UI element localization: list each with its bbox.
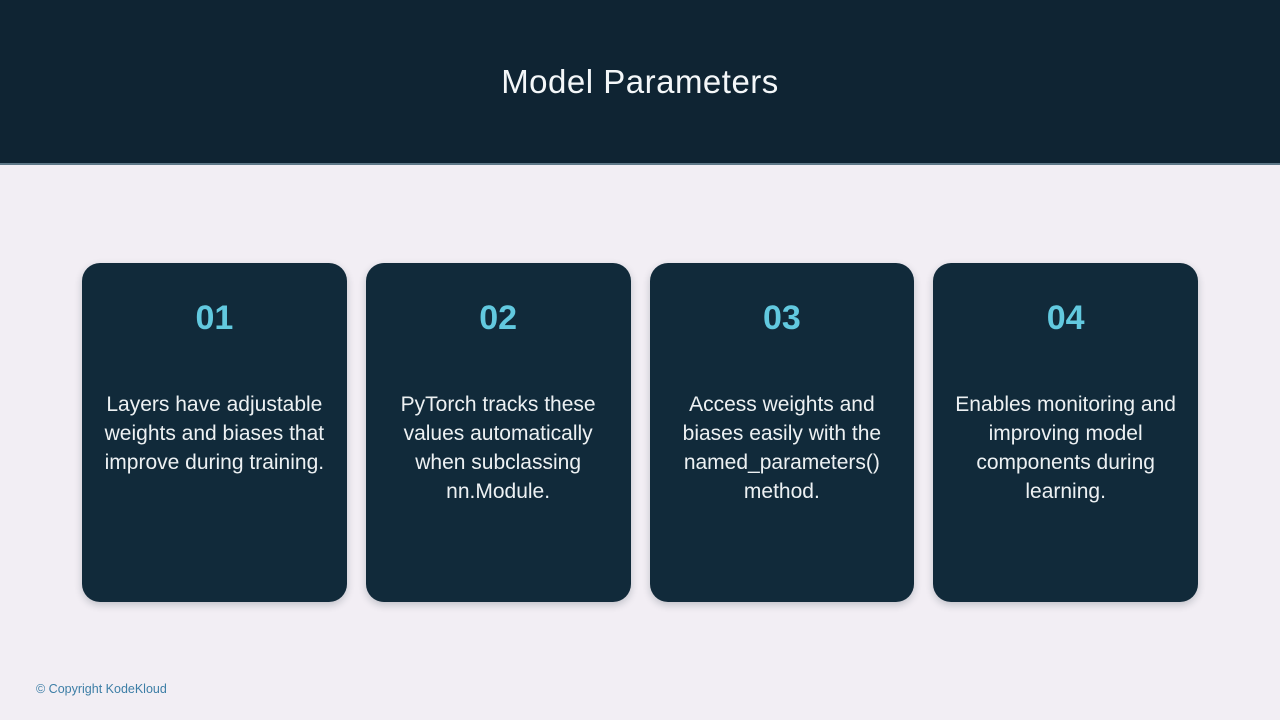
cards-row: 01 Layers have adjustable weights and bi… bbox=[82, 263, 1198, 602]
page-title: Model Parameters bbox=[501, 62, 779, 100]
card-3-number: 03 bbox=[762, 299, 801, 337]
card-3-text: Access weights and biases easily with th… bbox=[682, 393, 882, 503]
card-1-number: 01 bbox=[195, 299, 234, 337]
card-2-number: 02 bbox=[479, 299, 518, 337]
slide-header: Model Parameters bbox=[0, 0, 1280, 165]
card-2-text: PyTorch tracks these values automaticall… bbox=[400, 393, 596, 503]
card-4-number: 04 bbox=[1046, 299, 1085, 337]
card-4-text: Enables monitoring and improving model c… bbox=[955, 393, 1176, 503]
card-2: 02 PyTorch tracks these values automatic… bbox=[365, 263, 631, 602]
card-4: 04 Enables monitoring and improving mode… bbox=[933, 263, 1198, 602]
card-1: 01 Layers have adjustable weights and bi… bbox=[82, 263, 347, 602]
card-1-text: Layers have adjustable weights and biase… bbox=[104, 393, 325, 474]
copyright-text: © Copyright KodeKloud bbox=[36, 682, 167, 696]
card-3: 03 Access weights and biases easily with… bbox=[649, 263, 915, 602]
